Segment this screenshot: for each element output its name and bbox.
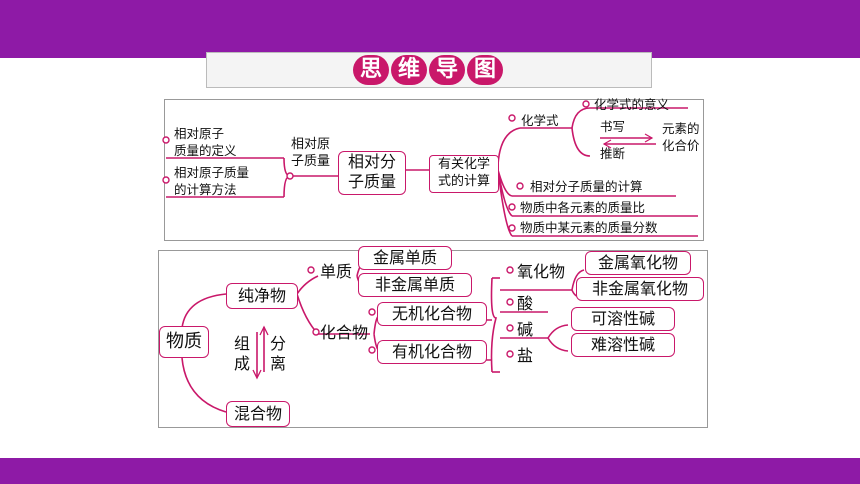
title-strip <box>206 52 652 88</box>
metal-elemental-node: 金属单质 <box>358 246 452 270</box>
nonmetal-oxide-node: 非金属氧化物 <box>576 277 704 301</box>
chemical-formula: 化学式 <box>521 113 559 128</box>
compose-label: 组 成 <box>234 334 251 373</box>
nonmetal-elemental-node: 非金属单质 <box>358 273 472 297</box>
separate-label: 分 离 <box>270 334 287 373</box>
relative-atomic-mass: 相对原 子质量 <box>291 137 331 169</box>
title-char: 导 <box>429 55 465 85</box>
acid: 酸 <box>517 294 534 313</box>
title-char: 图 <box>467 55 503 85</box>
infer-label: 推断 <box>600 146 626 161</box>
pure-substance-node: 纯净物 <box>226 283 298 309</box>
matter-node: 物质 <box>159 326 209 358</box>
write-label: 书写 <box>600 119 626 134</box>
oxide: 氧化物 <box>517 262 566 281</box>
calculation-of-relative-atomic-mass: 相对原子质量 的计算方法 <box>174 165 250 197</box>
compound: 化合物 <box>320 323 369 342</box>
page-title: 思 维 导 图 <box>353 55 503 85</box>
inorganic-compound-node: 无机化合物 <box>377 302 487 326</box>
base: 碱 <box>517 320 534 339</box>
elemental-substance: 单质 <box>320 262 353 281</box>
top-bar <box>0 0 860 58</box>
organic-compound-node: 有机化合物 <box>377 340 487 364</box>
formula-calculation-node: 有关化学 式的计算 <box>429 155 499 193</box>
relative-molecular-mass-node: 相对分 子质量 <box>338 151 406 195</box>
metal-oxide-node: 金属氧化物 <box>585 251 691 275</box>
salt: 盐 <box>517 346 534 365</box>
calc-item: 相对分子质量的计算 <box>530 179 643 194</box>
calc-item: 物质中某元素的质量分数 <box>520 220 658 235</box>
definition-of-relative-atomic-mass: 相对原子 质量的定义 <box>174 126 237 158</box>
title-char: 思 <box>353 55 389 85</box>
mixture-node: 混合物 <box>226 401 290 427</box>
soluble-base-node: 可溶性碱 <box>571 307 675 331</box>
title-char: 维 <box>391 55 427 85</box>
insoluble-base-node: 难溶性碱 <box>571 333 675 357</box>
bottom-bar <box>0 458 860 484</box>
meaning-of-formula: 化学式的意义 <box>594 97 670 112</box>
element-valence: 元素的 化合价 <box>662 121 700 153</box>
calc-item: 物质中各元素的质量比 <box>520 200 646 215</box>
